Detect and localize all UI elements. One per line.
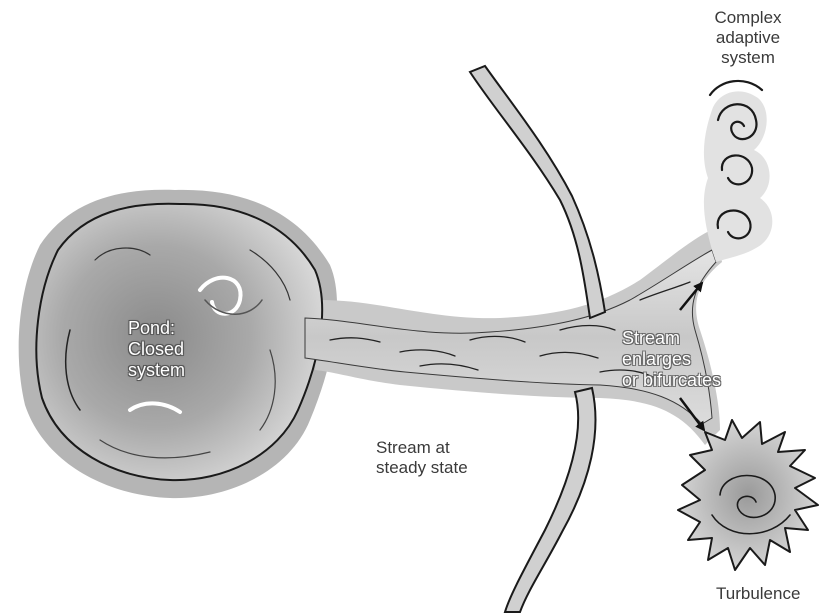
stream-steady-line2: steady state	[376, 458, 468, 478]
pond-label-line1: Pond:	[128, 318, 185, 339]
turbulence-label: Turbulence	[716, 584, 800, 604]
complex-label-line2: adaptive	[706, 28, 790, 48]
stream-enlarges-line1: Stream	[622, 328, 721, 349]
complex-plume	[704, 91, 772, 262]
complex-label-line3: system	[706, 48, 790, 68]
pond-label: Pond: Closed system	[128, 318, 185, 381]
pond-label-line3: system	[128, 360, 185, 381]
stream-steady-line1: Stream at	[376, 438, 468, 458]
pond-label-line2: Closed	[128, 339, 185, 360]
tributary-top	[470, 66, 605, 318]
complex-label: Complex adaptive system	[706, 8, 790, 68]
stream-enlarges-label: Stream enlarges or bifurcates	[622, 328, 721, 391]
tributary-bottom	[505, 388, 595, 612]
complex-label-line1: Complex	[706, 8, 790, 28]
stream-enlarges-line2: enlarges	[622, 349, 721, 370]
turbulence-label-text: Turbulence	[716, 584, 800, 604]
stream-enlarges-line3: or bifurcates	[622, 370, 721, 391]
stream-steady-label: Stream at steady state	[376, 438, 468, 478]
turbulence-blob	[678, 420, 818, 570]
